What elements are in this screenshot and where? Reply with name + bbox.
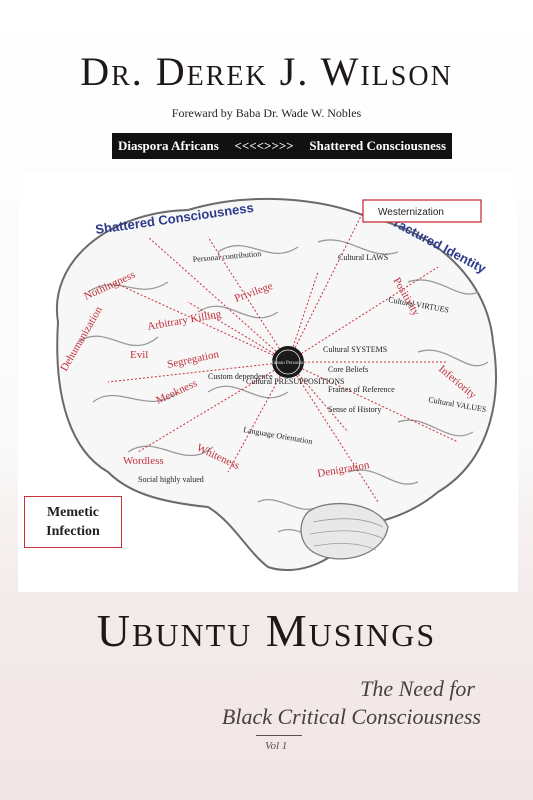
memetic-infection-box: Memetic Infection	[24, 496, 122, 548]
volume-divider	[256, 735, 302, 736]
diaspora-banner: Diaspora Africans <<<<>>>> Shattered Con…	[112, 133, 452, 159]
book-title: Ubuntu Musings	[96, 605, 437, 656]
term-history: Sense of History	[328, 405, 381, 414]
banner-left-text: Diaspora Africans	[118, 138, 219, 153]
human-personhood-seal	[272, 346, 304, 378]
term-presuppositions: Cultural PRESUPPOSITIONS	[246, 377, 344, 386]
westernization-box	[362, 199, 482, 223]
term-custom: Custom dependence	[208, 372, 273, 381]
term-social: Social highly valued	[138, 475, 204, 484]
memetic-line1: Memetic	[46, 505, 100, 520]
seal-inner-ring	[275, 349, 301, 375]
author-name: Dr. Derek J. Wilson	[80, 49, 453, 94]
volume-label: Vol 1	[265, 740, 288, 752]
foreword-credit: Foreward by Baba Dr. Wade W. Nobles	[171, 106, 362, 120]
term-laws: Cultural LAWS	[338, 253, 388, 262]
subtitle-line1: The Need for	[360, 676, 475, 701]
center-label: Human Personhood	[270, 361, 310, 366]
connector-lines	[107, 211, 459, 503]
westernization-label: Westernization	[378, 207, 444, 218]
subtitle-line2: Black Critical Consciousness	[221, 704, 481, 729]
term-frames: Frames of Reference	[328, 385, 395, 394]
term-evil: Evil	[130, 349, 148, 361]
cerebellum-lines	[309, 518, 385, 551]
term-wordless: Wordless	[123, 455, 164, 467]
memetic-line2: Infection	[46, 524, 100, 539]
term-systems: Cultural SYSTEMS	[323, 345, 387, 354]
banner-right-text: Shattered Consciousness	[309, 138, 446, 153]
banner-arrow-text: <<<<>>>>	[234, 138, 294, 153]
brain-svg: Shattered Consciousness Fractured Identi…	[55, 197, 497, 572]
term-core-beliefs: Core Beliefs	[328, 365, 368, 374]
